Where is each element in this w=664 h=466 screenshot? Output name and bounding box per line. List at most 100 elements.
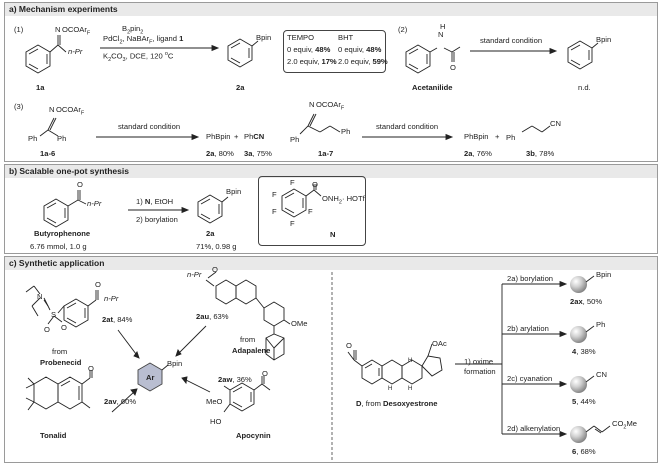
branch-2-yield: 4, 38% bbox=[572, 347, 596, 356]
desoxyestrone-label: D, from Desoxyestrone bbox=[356, 399, 438, 408]
exp1-additive-table bbox=[283, 30, 386, 73]
structure-butyrophenone bbox=[43, 190, 87, 228]
branch-3-bond bbox=[585, 375, 595, 383]
structure-desoxyestrone bbox=[347, 343, 443, 385]
branch-4-yield: 6, 68% bbox=[572, 447, 596, 456]
reagent-n-id: N bbox=[330, 230, 336, 239]
exp2-nh-h: H bbox=[440, 22, 446, 31]
exp4-prod2-yield: 3b, 78% bbox=[526, 149, 555, 158]
exp3-condition: standard condition bbox=[118, 122, 181, 131]
exp4-substrate-group: OCOArF bbox=[316, 100, 345, 112]
apocynin-meo: MeO bbox=[206, 397, 223, 406]
branch-1-bond bbox=[585, 275, 595, 283]
exp4-plus: + bbox=[495, 132, 500, 141]
central-ar-label: Ar bbox=[146, 373, 155, 382]
reagent-n-f2: F bbox=[272, 190, 277, 199]
structure-acetanilide bbox=[405, 44, 461, 74]
exp2-o: O bbox=[450, 63, 456, 72]
exp2-condition: standard condition bbox=[480, 36, 543, 45]
exp3-n: N bbox=[49, 105, 55, 114]
structure-tonalid bbox=[25, 370, 93, 411]
structure-2a-exp1 bbox=[227, 38, 259, 68]
structure-1a-6 bbox=[39, 117, 59, 137]
butyrophenone-chain: n-Pr bbox=[87, 199, 102, 208]
tonalid-yield: 2av, 60% bbox=[104, 397, 137, 406]
exp3-prod1-yield: 2a, 80% bbox=[206, 149, 234, 158]
butyrophenone-name: Butyrophenone bbox=[34, 229, 91, 238]
exp4-prod1: PhBpin bbox=[464, 132, 489, 141]
branch-4-cond: 2d) alkenylation bbox=[507, 424, 561, 433]
reagent-n-f1: F bbox=[290, 178, 295, 187]
apocynin-name: Apocynin bbox=[236, 431, 271, 440]
table-col1-head: TEMPO bbox=[287, 33, 315, 42]
desoxyestrone-step1: 1) oxime bbox=[464, 357, 494, 366]
probenecid-chain: n-Pr bbox=[104, 294, 119, 303]
butyrophenone-o: O bbox=[77, 180, 83, 189]
exp1-reagent-base: K2CO3, DCE, 120 oC bbox=[103, 51, 174, 64]
probenecid-name: Probenecid bbox=[40, 358, 82, 367]
exp3-ph-left: Ph bbox=[28, 134, 38, 143]
desoxyestrone-step1b: formation bbox=[464, 367, 496, 376]
structure-probenecid bbox=[25, 285, 99, 328]
exp2-substrate-id: Acetanilide bbox=[412, 83, 453, 92]
central-bpin-label: Bpin bbox=[167, 359, 183, 368]
adapalene-name: Adapalene bbox=[232, 346, 271, 355]
exp4-arrow bbox=[362, 133, 454, 141]
exp1-reagent-catalyst: PdCl2, NaBArF, ligand 1 bbox=[103, 34, 184, 46]
central-ar-bpin bbox=[137, 362, 169, 392]
branch-2-group: Ph bbox=[596, 320, 606, 329]
exp3-plus: + bbox=[234, 132, 239, 141]
exp1-product-id: 2a bbox=[236, 83, 245, 92]
adapalene-ome: OMe bbox=[291, 319, 308, 328]
adapalene-chain: n-Pr bbox=[187, 270, 202, 279]
steroid-sphere-icon bbox=[570, 426, 587, 443]
branch-2-cond: 2b) arylation bbox=[507, 324, 549, 333]
reagent-n-box bbox=[258, 176, 366, 246]
reagent-n-o: O bbox=[312, 180, 318, 189]
exp1-reagent-b2pin2: B2pin2 bbox=[122, 24, 144, 36]
structure-3b bbox=[521, 125, 551, 133]
branch-3-cond: 2c) cyanation bbox=[507, 374, 553, 383]
table-r2c1: 2.0 equiv, 17% bbox=[287, 57, 337, 66]
exp2-arrow bbox=[470, 47, 558, 55]
exp4-condition: standard condition bbox=[376, 122, 439, 131]
desoxyestrone-h3: H bbox=[408, 386, 413, 392]
exp4-prod1-yield: 2a, 76% bbox=[464, 149, 492, 158]
exp3-arrow bbox=[96, 133, 200, 141]
probenecid-o1: O bbox=[44, 325, 50, 334]
adapalene-o: O bbox=[212, 265, 218, 274]
exp4-prod2-ph: Ph bbox=[506, 133, 516, 142]
structure-apocynin bbox=[223, 376, 271, 413]
apocynin-ho: HO bbox=[210, 417, 222, 426]
probenecid-s: S bbox=[51, 310, 57, 319]
panel-b-product-yield: 71%, 0.98 g bbox=[196, 242, 237, 251]
branch-1-cond: 2a) borylation bbox=[507, 274, 554, 283]
adapalene-from: from bbox=[240, 335, 256, 344]
table-r1c2: 0 equiv, 48% bbox=[338, 45, 382, 54]
reagent-n-f5: F bbox=[308, 207, 313, 216]
probenecid-n: N bbox=[37, 292, 43, 301]
desoxyestrone-h2: H bbox=[388, 386, 393, 392]
exp3-substrate-id: 1a-6 bbox=[40, 149, 56, 158]
reagent-n-f3: F bbox=[272, 207, 277, 216]
adapalene-yield: 2au, 63% bbox=[196, 312, 229, 321]
branch-3-group: CN bbox=[596, 370, 607, 379]
panel-c-title: c) Synthetic application bbox=[5, 257, 657, 270]
exp4-ph-b: Ph bbox=[341, 127, 351, 136]
exp4-n: N bbox=[309, 100, 315, 109]
desoxyestrone-o: O bbox=[346, 341, 352, 350]
exp4-ph-a: Ph bbox=[290, 135, 300, 144]
steroid-sphere-icon bbox=[570, 376, 587, 393]
tonalid-name: Tonalid bbox=[40, 431, 67, 440]
exp1-substrate-chain: n-Pr bbox=[68, 47, 83, 56]
exp4-substrate-id: 1a-7 bbox=[318, 149, 334, 158]
apocynin-o: O bbox=[262, 369, 268, 378]
probenecid-yield: 2at, 84% bbox=[102, 315, 133, 324]
exp1-n: N bbox=[55, 25, 61, 34]
desoxyestrone-h1: H bbox=[408, 358, 413, 364]
exp3-substrate-group: OCOArF bbox=[56, 105, 85, 117]
exp2-result: n.d. bbox=[578, 83, 591, 92]
probenecid-o2: O bbox=[61, 323, 67, 332]
panel-b-product-label: Bpin bbox=[226, 187, 242, 196]
